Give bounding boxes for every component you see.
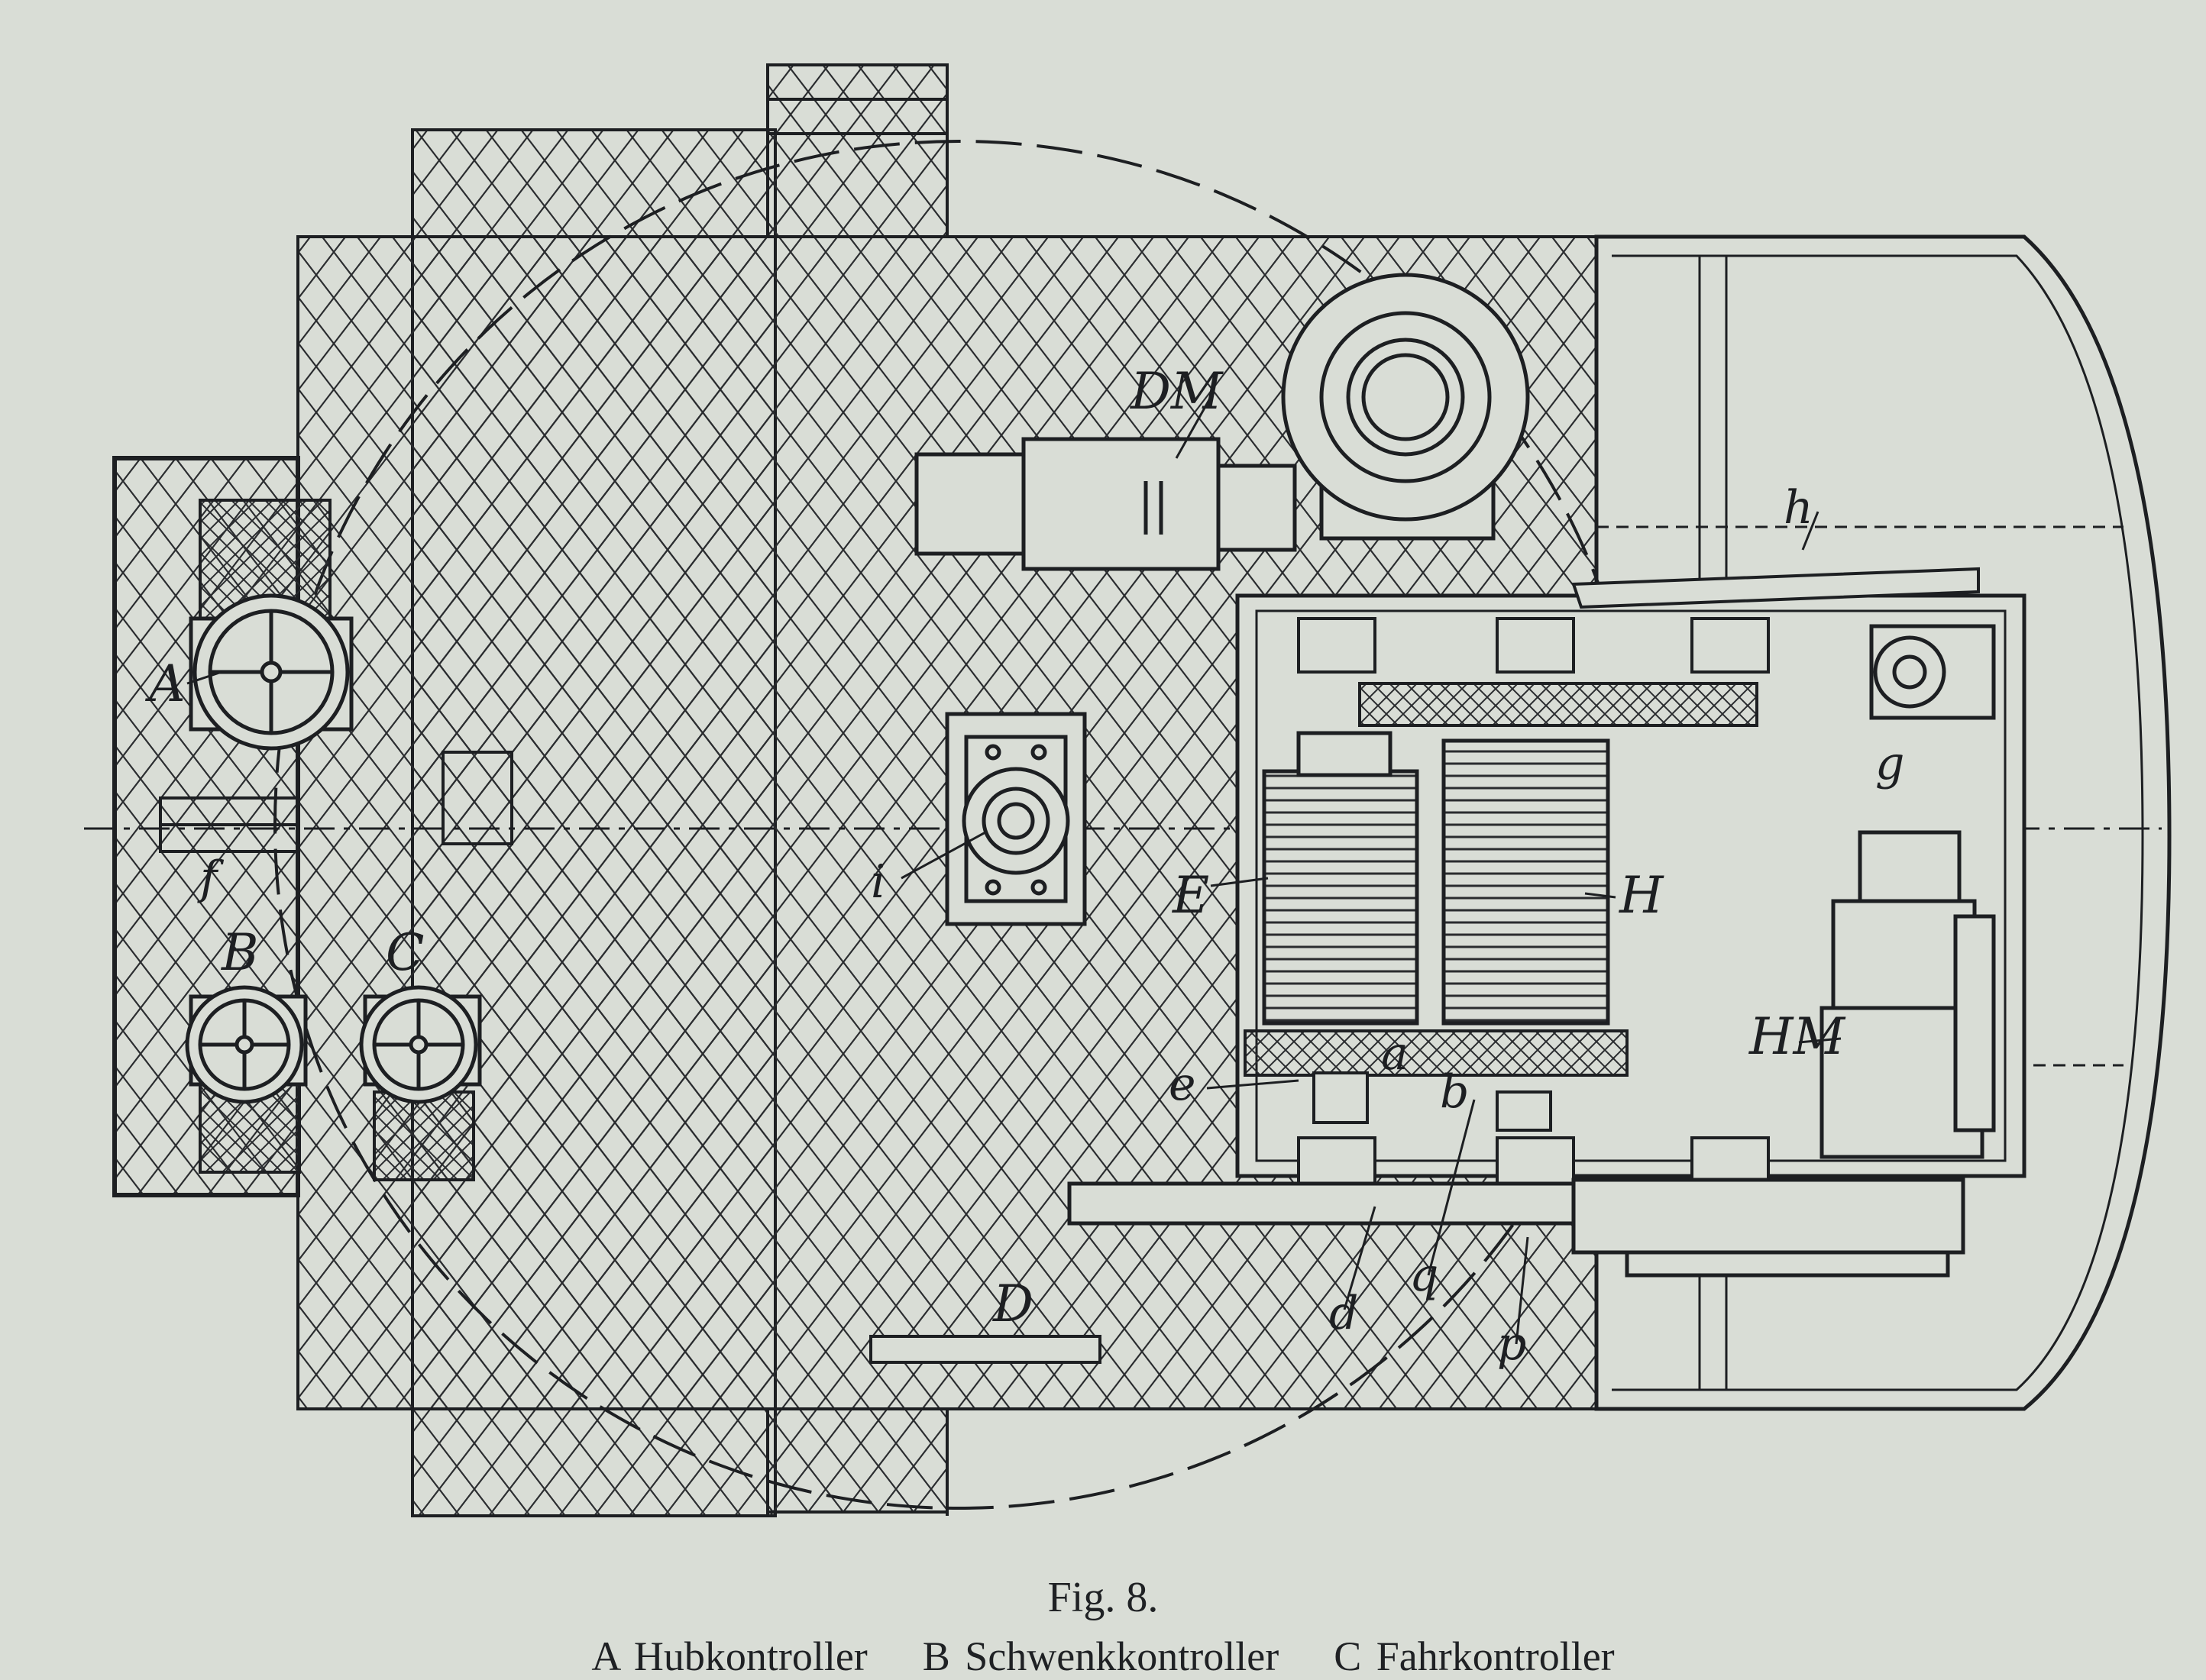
label-p-part: p (1497, 1317, 1526, 1371)
slewing-pivot-i (945, 712, 1087, 926)
controller-c (359, 985, 482, 1104)
slewing-gear-housing (1281, 273, 1530, 541)
label-a-controller: A (144, 654, 186, 713)
travel-shaft (1067, 1178, 1965, 1278)
legend-item-a: A Hubkontroller (591, 1633, 868, 1679)
figure-legend: A Hubkontroller B Schwenkkontroller C Fahr… (0, 1633, 2206, 1680)
label-b-gear: b (1440, 1065, 1469, 1119)
label-a-gear: a (1381, 1027, 1409, 1081)
part-labels: A B C D DM E H HM a b d e f g h i p q (144, 362, 1904, 1371)
bar-d (869, 1335, 1101, 1364)
brake-g (1869, 624, 1996, 720)
legend-item-c: C Fahrkontroller (1334, 1633, 1615, 1679)
label-dm-motor: DM (1130, 362, 1224, 421)
label-d-bar: D (992, 1275, 1033, 1333)
leader-lines (186, 396, 1842, 1345)
legend-item-b: B Schwenkkontroller (922, 1633, 1279, 1679)
label-b-controller: B (221, 923, 259, 982)
label-hm-motor: HM (1748, 1007, 1846, 1066)
pedal-f (159, 751, 513, 853)
label-e-coupling: e (1169, 1058, 1196, 1111)
drum-e (1262, 731, 1419, 1026)
label-e-drum: E (1172, 866, 1209, 925)
shaft-fittings (1312, 1071, 1552, 1132)
walkway-rails (766, 65, 949, 1516)
hoist-motor-hm (1819, 830, 1996, 1159)
drum-h (1441, 738, 1610, 1026)
label-h-drum: H (1619, 866, 1664, 925)
label-d-shaft: d (1329, 1287, 1358, 1340)
slewing-motor-dm (914, 437, 1297, 571)
controller-b (185, 985, 308, 1104)
label-c-controller: C (386, 923, 425, 982)
gear-top (1358, 682, 1758, 727)
brake-lever-h (1571, 567, 1980, 609)
figure-caption: Fig. 8. (1047, 1574, 1159, 1621)
label-g-brake: g (1875, 737, 1904, 790)
label-i-pivot: i (871, 855, 885, 909)
label-h-lever: h (1784, 481, 1813, 535)
gear-bottom (1244, 1029, 1629, 1077)
controller-a (189, 593, 354, 751)
